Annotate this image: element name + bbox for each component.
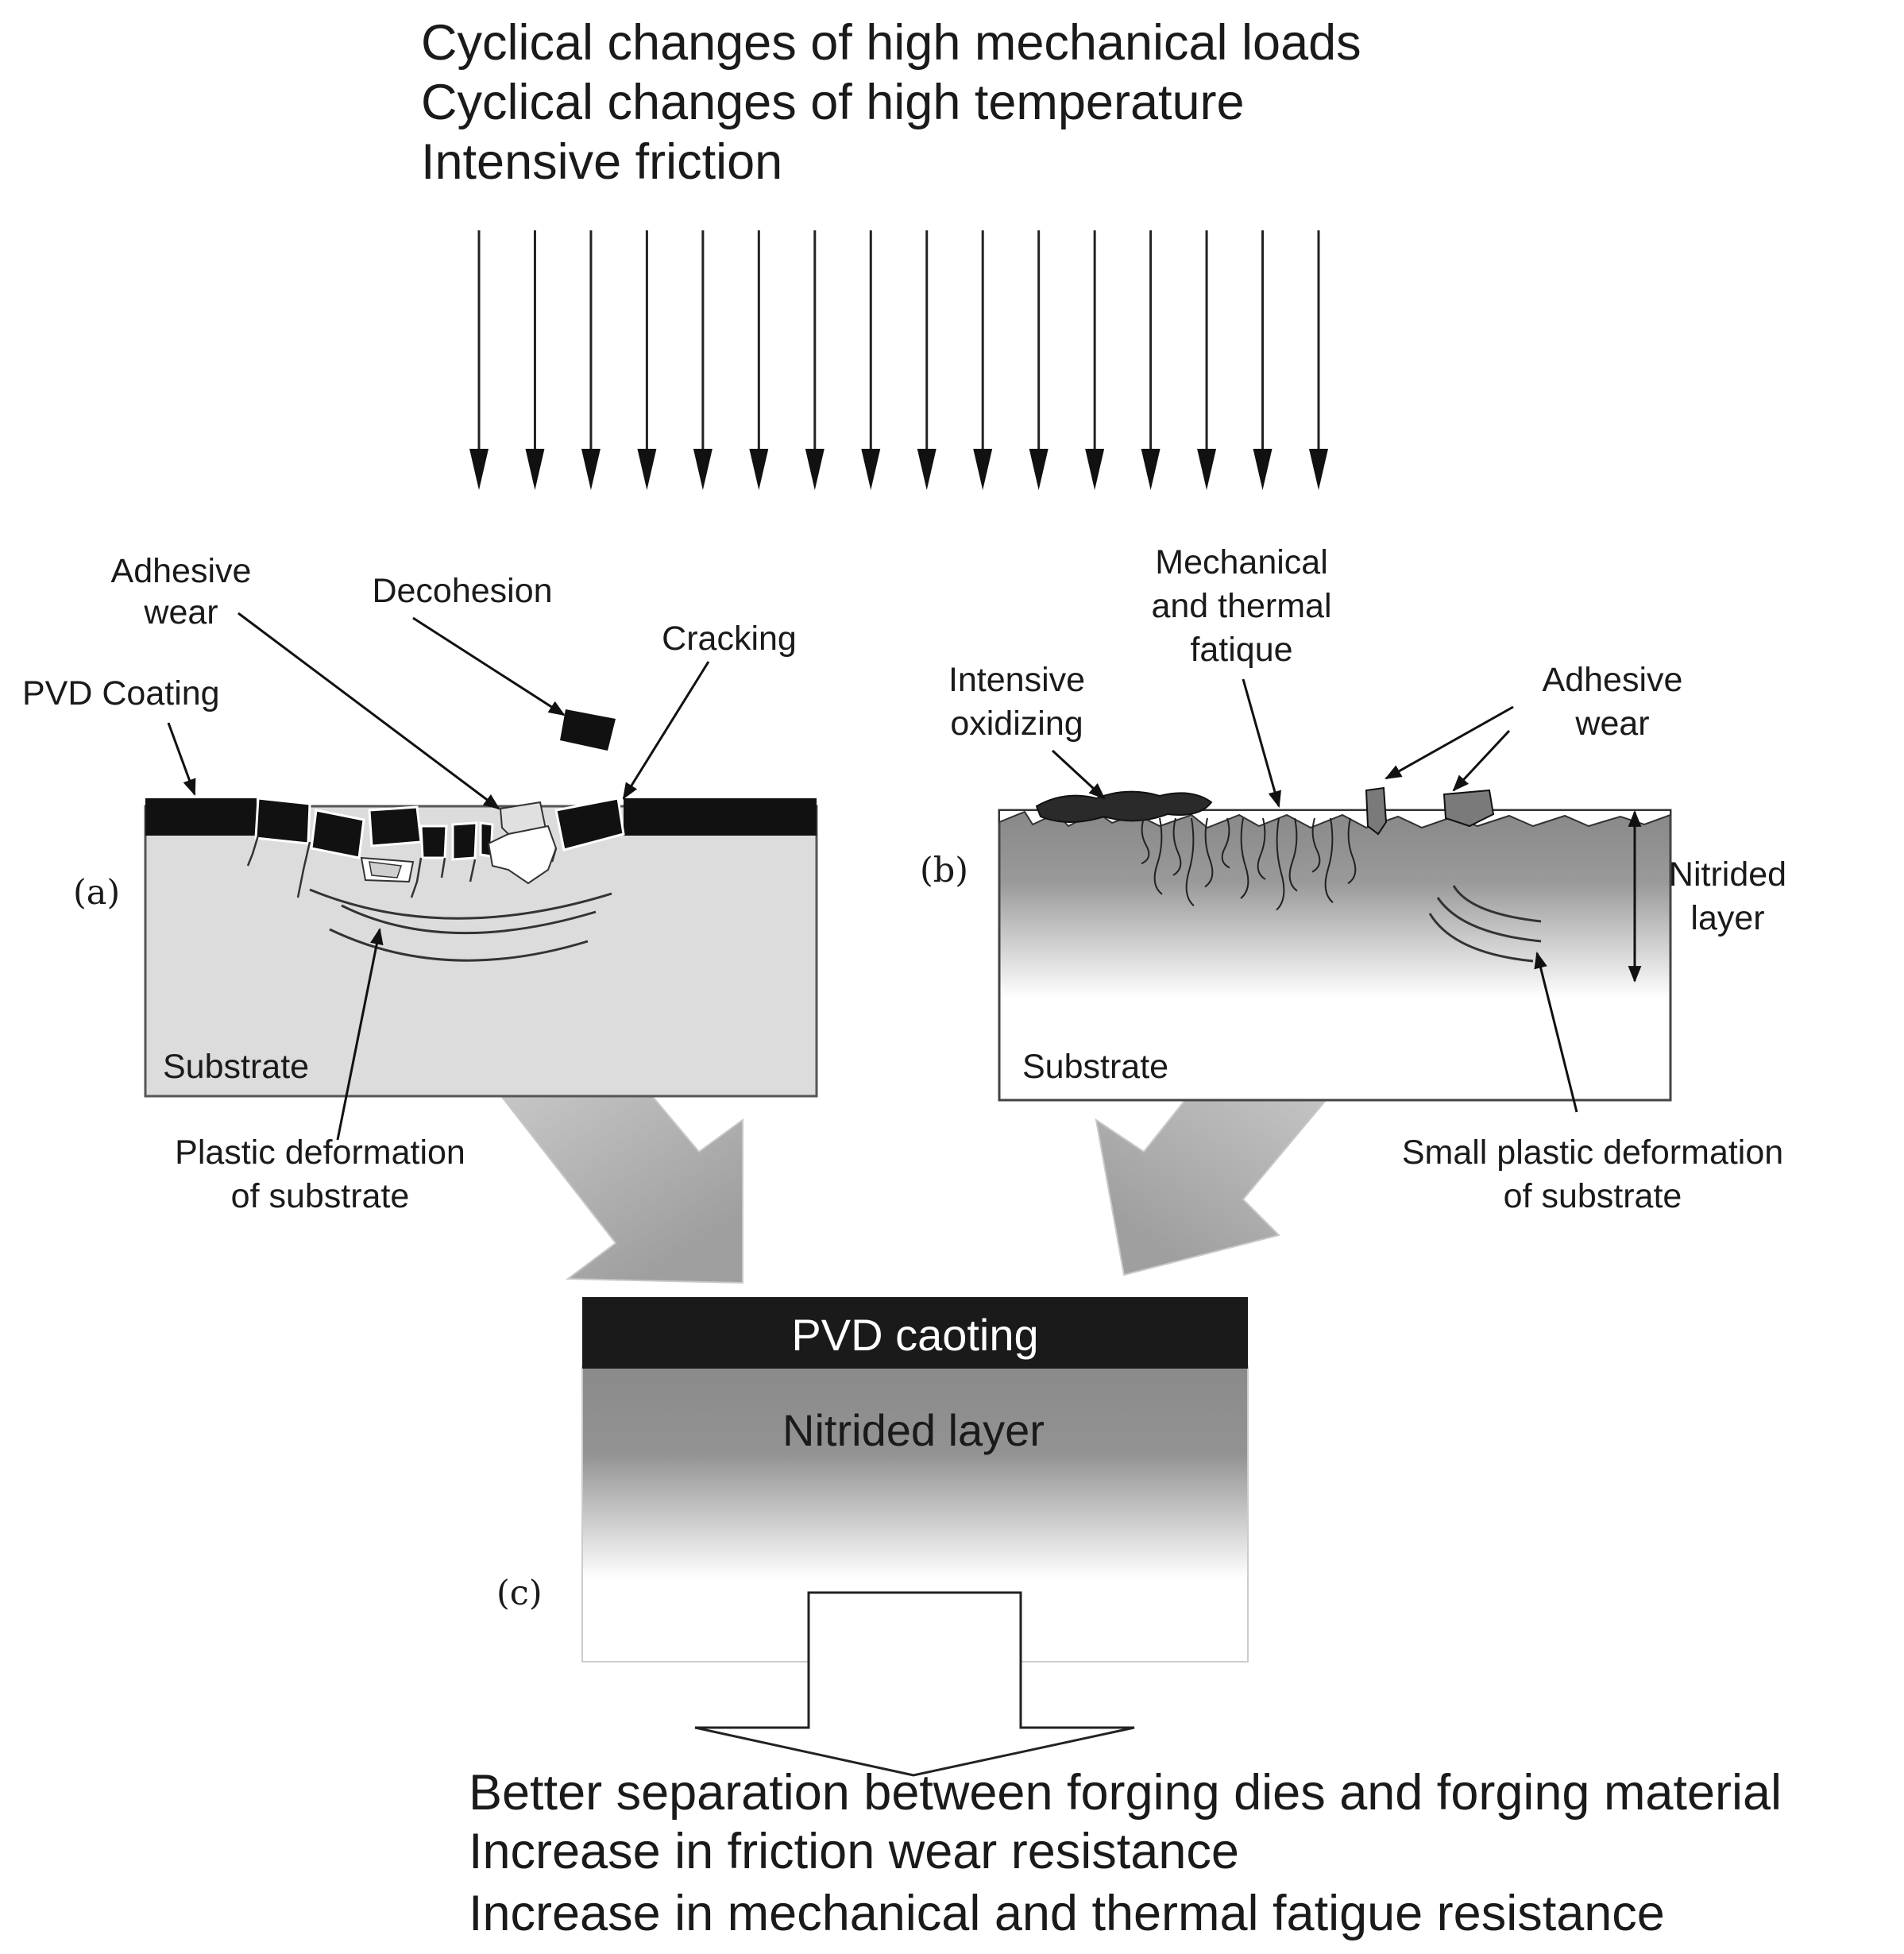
load-arrow-head bbox=[469, 449, 489, 490]
label-cracking: Cracking bbox=[662, 620, 797, 658]
header-line-3: Intensive friction bbox=[421, 134, 782, 190]
load-arrow-head bbox=[1309, 449, 1328, 490]
leaders-b bbox=[1051, 678, 1578, 1113]
panel-b-tag: (b) bbox=[920, 851, 968, 890]
fatigue-crack bbox=[1311, 817, 1321, 873]
footer-line-3: Increase in mechanical and thermal fatig… bbox=[469, 1886, 1665, 1941]
fatigue-crack bbox=[1172, 817, 1182, 876]
label-adhesive-wear-b-2: wear bbox=[1574, 705, 1649, 743]
fatigue-crack bbox=[1276, 817, 1285, 911]
load-arrow-head bbox=[805, 449, 825, 490]
fatigue-crack bbox=[1153, 817, 1163, 895]
load-arrow-head bbox=[1029, 449, 1049, 490]
cracks-a bbox=[246, 835, 558, 898]
label-adhesive-wear-a-1: Adhesive bbox=[111, 552, 252, 590]
decohesion-fragment bbox=[560, 709, 616, 751]
fatigue-crack bbox=[1204, 817, 1214, 888]
load-arrow-head bbox=[1085, 449, 1105, 490]
label-plastic-deformation-2: of substrate bbox=[231, 1177, 410, 1215]
footer-line-1: Better separation between forging dies a… bbox=[469, 1765, 1782, 1821]
load-arrows bbox=[469, 230, 1328, 490]
label-small-plastic-deformation-2: of substrate bbox=[1504, 1177, 1682, 1215]
header-line-2: Cyclical changes of high temperature bbox=[421, 75, 1245, 130]
label-decohesion: Decohesion bbox=[372, 572, 552, 610]
coating-fragments bbox=[254, 797, 625, 861]
header-text: Cyclical changes of high mechanical load… bbox=[421, 15, 1361, 190]
label-pvd-coating: PVD Coating bbox=[22, 674, 220, 712]
load-arrow-head bbox=[637, 449, 657, 490]
fatigue-crack bbox=[1257, 817, 1266, 880]
wear-cavity bbox=[487, 824, 558, 885]
load-arrow-head bbox=[1197, 449, 1217, 490]
fatigue-crack bbox=[1141, 817, 1150, 865]
load-arrow-head bbox=[1141, 449, 1161, 490]
substrate-block-b bbox=[998, 809, 1672, 1102]
panel-a: Adhesive wear Decohesion Cracking PVD Co… bbox=[22, 552, 818, 1215]
load-arrow-head bbox=[973, 449, 993, 490]
load-arrow-head bbox=[693, 449, 713, 490]
panel-b: Mechanical and thermal fatique Intensive… bbox=[920, 543, 1786, 1215]
label-plastic-deformation-1: Plastic deformation bbox=[175, 1133, 465, 1172]
load-arrow-head bbox=[861, 449, 881, 490]
adhesive-wear-lump-1 bbox=[1365, 786, 1388, 836]
label-adhesive-wear-a-2: wear bbox=[143, 593, 218, 631]
panel-c-tag: (c) bbox=[496, 1574, 543, 1613]
label-nitrided-layer-b-2: layer bbox=[1690, 899, 1764, 937]
label-mech-thermal-fatigue-3: fatique bbox=[1190, 631, 1292, 669]
fatigue-crack bbox=[1324, 817, 1334, 904]
label-substrate-b: Substrate bbox=[1022, 1048, 1168, 1086]
fatigue-crack bbox=[1240, 817, 1249, 899]
load-arrow-head bbox=[749, 449, 769, 490]
leaders-a bbox=[167, 612, 710, 1141]
pvd-coating-right bbox=[624, 798, 817, 836]
label-mech-thermal-fatigue-2: and thermal bbox=[1151, 587, 1331, 625]
load-arrow-head bbox=[581, 449, 601, 490]
label-intensive-oxidizing-2: oxidizing bbox=[950, 705, 1083, 743]
label-pvd-coating-c: PVD caoting bbox=[791, 1310, 1038, 1360]
fatigue-crack bbox=[1288, 817, 1298, 892]
label-substrate-a: Substrate bbox=[163, 1048, 309, 1086]
pvd-coating-c bbox=[582, 1297, 1248, 1369]
label-intensive-oxidizing-1: Intensive bbox=[948, 661, 1085, 699]
footer-line-2: Increase in friction wear resistance bbox=[469, 1824, 1239, 1879]
footer-text: Better separation between forging dies a… bbox=[469, 1765, 1782, 1941]
pvd-coating-left bbox=[145, 798, 257, 836]
fatigue-crack bbox=[1185, 817, 1195, 907]
load-arrow-head bbox=[1253, 449, 1273, 490]
label-mech-thermal-fatigue-1: Mechanical bbox=[1155, 543, 1328, 581]
fatigue-cracks bbox=[1141, 817, 1357, 911]
load-arrow-head bbox=[917, 449, 937, 490]
label-small-plastic-deformation-1: Small plastic deformation bbox=[1402, 1133, 1783, 1172]
label-nitrided-layer-b-1: Nitrided bbox=[1669, 855, 1786, 894]
label-nitrided-layer-c: Nitrided layer bbox=[782, 1405, 1045, 1455]
load-arrow-head bbox=[525, 449, 545, 490]
header-line-1: Cyclical changes of high mechanical load… bbox=[421, 15, 1361, 71]
panel-a-tag: (a) bbox=[73, 873, 120, 913]
fatigue-crack bbox=[1221, 817, 1230, 869]
debris-piece bbox=[369, 861, 403, 879]
label-adhesive-wear-b-1: Adhesive bbox=[1543, 661, 1683, 699]
fatigue-crack bbox=[1347, 817, 1357, 885]
plastic-deformation-arcs-b bbox=[1428, 885, 1542, 963]
result-arrow bbox=[694, 1591, 1135, 1777]
plastic-deformation-arcs-a bbox=[309, 888, 612, 962]
adhesive-wear-lump-2 bbox=[1442, 789, 1495, 828]
